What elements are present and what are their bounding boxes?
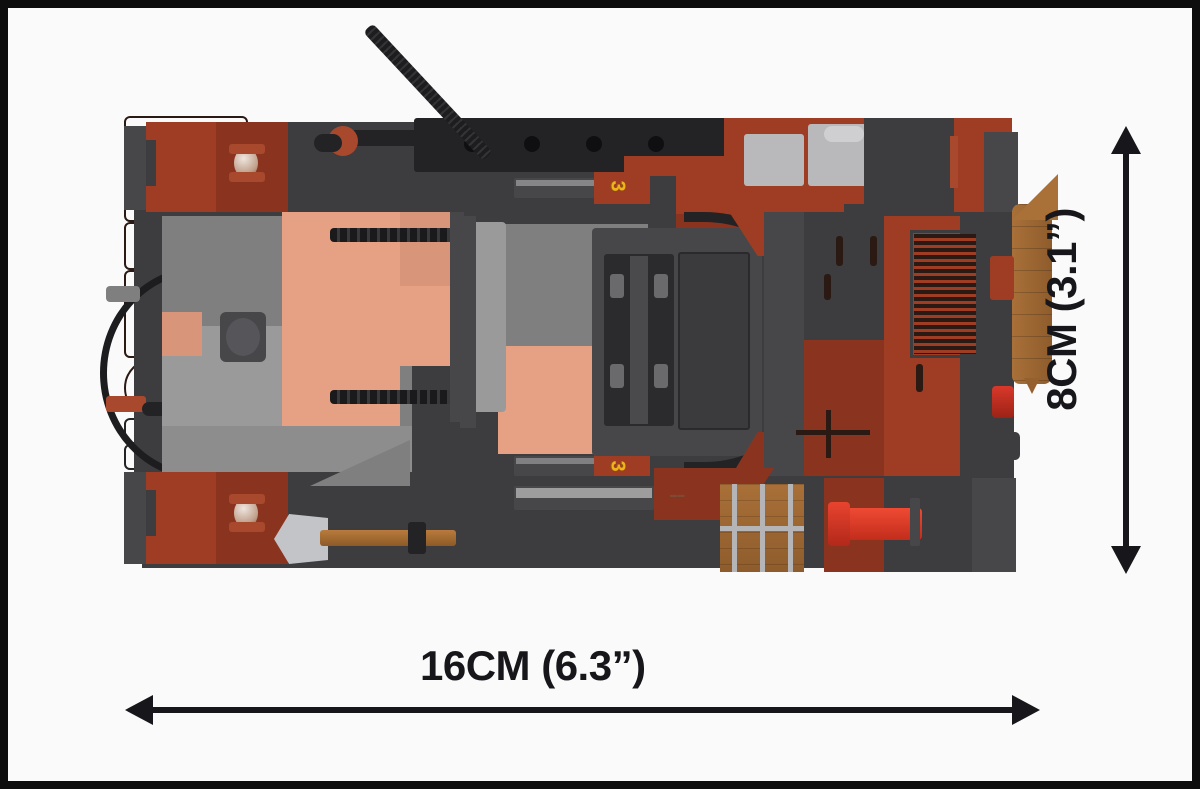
fuel-cap-bar-v <box>826 410 831 458</box>
turret-stud-b <box>654 274 668 298</box>
machine-gun-lower <box>330 390 464 404</box>
salmon-plate-b <box>400 212 454 286</box>
grille-frame <box>910 230 980 358</box>
rear-top-grey <box>864 118 954 212</box>
turret-stud-a <box>610 274 624 298</box>
extinguisher-slot <box>910 498 920 546</box>
hatch-handle-d <box>916 364 923 392</box>
fuel-cap-bar <box>796 430 870 435</box>
photo-frame: 3 3 ✖ ▮▮▮ ▮▮▮ <box>8 8 1192 781</box>
slat-lower-hl <box>516 458 642 464</box>
rail-extension <box>346 130 436 146</box>
rear-light-red <box>992 386 1014 418</box>
rail-hole-4 <box>648 136 664 152</box>
vehicle-model-topdown: 3 3 ✖ ▮▮▮ ▮▮▮ <box>100 23 1058 576</box>
front-panel-a <box>146 122 216 212</box>
turret-number-upper: 3 <box>606 180 629 192</box>
cylinder-mount <box>990 256 1014 300</box>
height-dimension-label: 8CM (3.1”) <box>1038 208 1085 411</box>
hatch-handle-c <box>824 274 831 300</box>
headlight-mount-front <box>229 144 265 154</box>
exhaust-pipe <box>824 126 864 142</box>
hatch-handle-a <box>836 236 843 266</box>
turret-stud-c <box>610 364 624 388</box>
exhaust-block-a <box>744 134 804 186</box>
width-dimension-label: 16CM (6.3”) <box>420 642 646 689</box>
extinguisher-valve <box>828 502 850 546</box>
salmon-plate-e <box>162 312 202 356</box>
engine-grille <box>914 234 976 354</box>
centre-side-rail <box>460 216 476 428</box>
rear-slot <box>950 136 958 188</box>
width-arrow-line <box>148 707 1014 713</box>
turret-number-lower: 3 <box>606 460 629 472</box>
rear-slot-b <box>780 372 790 420</box>
number-tile-upper <box>594 172 650 204</box>
shovel-handle <box>320 530 456 546</box>
cable-clip <box>106 286 140 302</box>
cable-clip-lower <box>106 396 146 412</box>
cable-end <box>142 402 168 416</box>
headlight-mount-front-b <box>229 172 265 182</box>
rear-lower-block <box>972 478 1016 572</box>
centre-slope <box>472 222 506 412</box>
crate-strap-h <box>720 526 804 531</box>
rear-light-mount <box>996 432 1020 460</box>
rail-hole-3 <box>586 136 602 152</box>
lower-tool-shine <box>516 488 652 498</box>
shovel-clamp <box>408 522 426 554</box>
brown-cylinder <box>1012 204 1052 384</box>
rail-hole-2 <box>524 136 540 152</box>
lower-decal: ▬▬ <box>670 492 685 499</box>
rear-deck-edge <box>764 212 804 478</box>
turret-stud-d <box>654 364 668 388</box>
lower-panel-a <box>146 472 216 564</box>
height-arrow-line <box>1123 148 1129 554</box>
lower-hinge-a <box>146 490 156 536</box>
turret-bar-v <box>630 256 648 424</box>
slat-upper-hl <box>516 180 642 186</box>
width-arrow-head-right <box>1012 695 1040 725</box>
height-arrow-head-bottom <box>1111 546 1141 574</box>
left-round-hatch <box>226 318 260 356</box>
headlight-mount-rear-b <box>229 522 265 532</box>
salmon-plate-c <box>282 286 454 366</box>
rear-slot-a <box>780 262 790 310</box>
hatch-handle-b <box>870 236 877 266</box>
front-hinge-a <box>146 140 156 186</box>
machine-gun-upper <box>330 228 464 242</box>
fire-extinguisher <box>844 508 922 540</box>
left-mid-grey-a <box>162 216 282 326</box>
headlight-mount-rear <box>229 494 265 504</box>
salmon-plate-a <box>282 212 400 286</box>
rail-pivot <box>314 134 342 152</box>
engine-cover-b <box>804 340 884 478</box>
rear-edge-block <box>984 132 1018 212</box>
